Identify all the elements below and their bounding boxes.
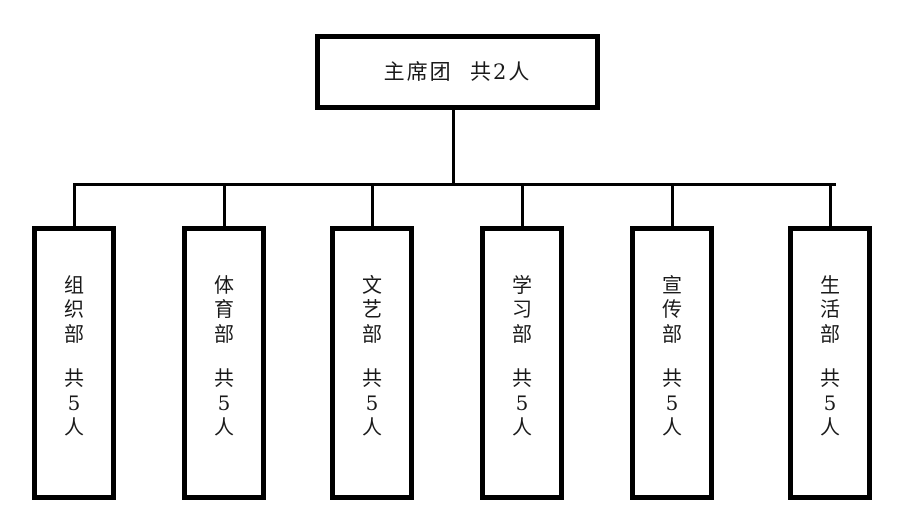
org-node-arts-dept-name: 文艺部 bbox=[362, 273, 382, 346]
connector-drop-organization-dept bbox=[72, 183, 76, 228]
org-node-sports-dept-name-char-1: 育 bbox=[214, 297, 234, 322]
connector-drop-life-dept bbox=[828, 183, 832, 228]
org-node-study-dept-name-char-0: 学 bbox=[512, 273, 532, 297]
org-node-arts-dept-count-char-1: 5 bbox=[365, 390, 379, 415]
org-node-life-dept-name-char-0: 生 bbox=[820, 273, 840, 297]
org-node-study-dept-name: 学习部 bbox=[512, 273, 532, 346]
org-node-organization-dept-name-char-2: 部 bbox=[64, 321, 84, 346]
org-node-arts-dept-count-char-2: 人 bbox=[362, 414, 382, 439]
org-node-organization-dept-name-char-1: 织 bbox=[64, 297, 84, 322]
org-node-study-dept-count-char-0: 共 bbox=[512, 366, 532, 391]
org-node-publicity-dept-name-char-2: 部 bbox=[662, 321, 682, 346]
org-node-presidium-label: 主席团 共2人 bbox=[383, 59, 532, 84]
org-node-life-dept-count-char-1: 5 bbox=[823, 390, 837, 415]
connector-drop-sports-dept bbox=[222, 183, 226, 228]
org-node-sports-dept-name-char-0: 体 bbox=[214, 273, 234, 297]
connector-root-stem bbox=[452, 108, 455, 186]
org-node-arts-dept-name-char-2: 部 bbox=[362, 321, 382, 346]
org-node-life-dept-name-char-2: 部 bbox=[820, 321, 840, 346]
org-node-arts-dept-name-char-1: 艺 bbox=[362, 297, 382, 322]
org-node-organization-dept-count-char-1: 5 bbox=[67, 390, 81, 415]
org-node-sports-dept-count-char-0: 共 bbox=[214, 366, 234, 391]
org-node-arts-dept-name-char-0: 文 bbox=[362, 273, 382, 297]
org-node-study-dept-count-char-1: 5 bbox=[515, 390, 529, 415]
org-node-organization-dept-count-char-0: 共 bbox=[64, 366, 84, 391]
connector-drop-arts-dept bbox=[370, 183, 374, 228]
org-node-life-dept-count-char-0: 共 bbox=[820, 366, 840, 391]
org-node-publicity-dept-name-char-0: 宣 bbox=[662, 273, 682, 297]
org-node-publicity-dept-count-char-0: 共 bbox=[662, 366, 682, 391]
org-node-organization-dept-name: 组织部 bbox=[64, 273, 84, 346]
org-node-sports-dept-count-char-2: 人 bbox=[214, 414, 234, 439]
org-node-life-dept-name-char-1: 活 bbox=[820, 297, 840, 322]
org-node-publicity-dept-count-char-1: 5 bbox=[665, 390, 679, 415]
org-node-sports-dept-count-char-1: 5 bbox=[217, 390, 231, 415]
org-node-organization-dept-count-char-2: 人 bbox=[64, 414, 84, 439]
org-node-study-dept-count-char-2: 人 bbox=[512, 414, 532, 439]
org-node-study-dept-name-char-2: 部 bbox=[512, 321, 532, 346]
connector-drop-publicity-dept bbox=[670, 183, 674, 228]
org-node-life-dept-count-char-2: 人 bbox=[820, 414, 840, 439]
org-node-sports-dept-name: 体育部 bbox=[214, 273, 234, 346]
connector-horizontal-bus bbox=[74, 183, 836, 186]
org-node-publicity-dept-count-char-2: 人 bbox=[662, 414, 682, 439]
org-node-publicity-dept-name-char-1: 传 bbox=[662, 297, 682, 322]
org-node-sports-dept-name-char-2: 部 bbox=[214, 321, 234, 346]
org-node-publicity-dept-name: 宣传部 bbox=[662, 273, 682, 346]
org-node-arts-dept-count-char-0: 共 bbox=[362, 366, 382, 391]
connector-drop-study-dept bbox=[520, 183, 524, 228]
org-node-study-dept-name-char-1: 习 bbox=[512, 297, 532, 322]
org-node-life-dept-name: 生活部 bbox=[820, 273, 840, 346]
org-node-organization-dept-name-char-0: 组 bbox=[64, 273, 84, 297]
org-node-presidium[interactable]: 主席团 共2人 bbox=[315, 34, 600, 110]
